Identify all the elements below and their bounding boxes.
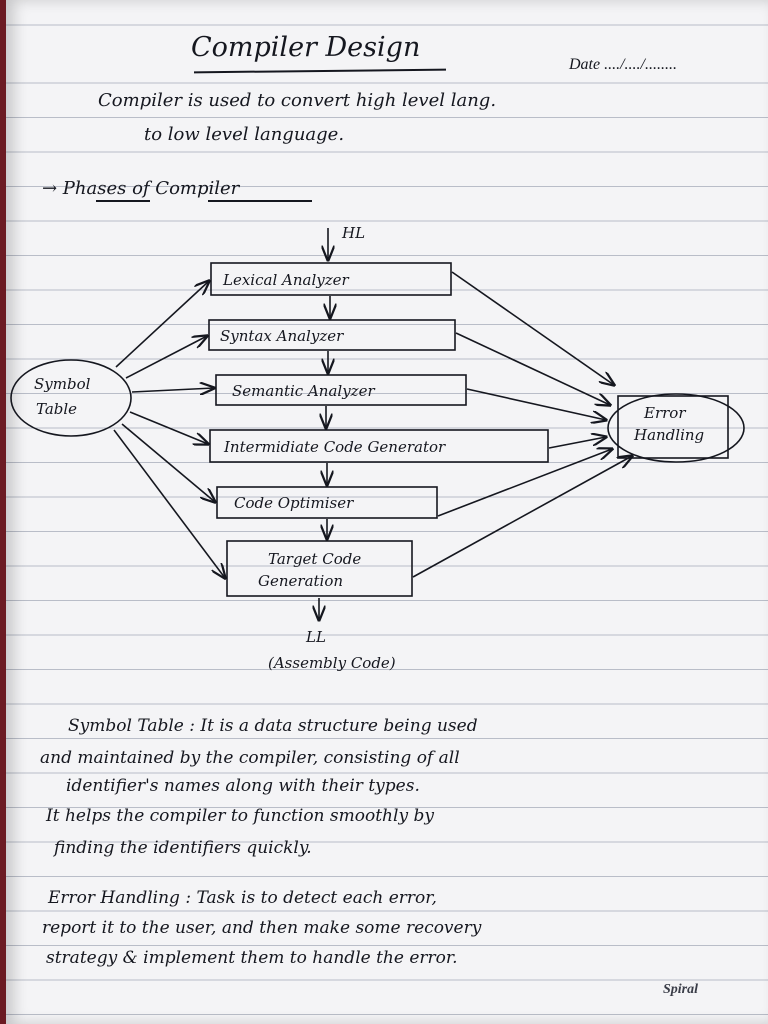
phase-optimiser-label: Code Optimiser [234,494,354,512]
error-handling-box [617,395,729,459]
intro-line-1: Compiler is used to convert high level l… [98,90,497,111]
symbol-table-para-line-3: identifier's names along with their type… [66,776,420,796]
phase-target-label-1: Target Code [268,550,361,568]
symbol-table-para-line-4: It helps the compiler to function smooth… [46,806,434,826]
phases-underline [96,200,150,202]
error-handling-para-line-3: strategy & implement them to handle the … [46,948,458,968]
compiler-underline [208,200,312,202]
intro-line-2: to low level language. [144,124,345,145]
error-handling-para-line-2: report it to the user, and then make som… [42,918,482,938]
compiler-phases-diagram: HL Lexical Analyzer Syntax Analyzer Sema… [10,224,745,672]
phase-lexical-label: Lexical Analyzer [222,271,349,289]
notebook-page: Compiler Design Date ..../..../........ … [6,0,768,1024]
output-sublabel: (Assembly Code) [268,654,396,672]
spiral-brand-logo: Spiral [662,982,698,997]
error-handling-label-1: Error [643,404,686,422]
phase-semantic-label: Semantic Analyzer [232,382,375,400]
symbol-table-para-line-2: and maintained by the compiler, consisti… [40,748,460,768]
symbol-table-para-line-1: Symbol Table : It is a data structure be… [68,716,478,736]
symbol-table-para-line-5: finding the identifiers quickly. [54,838,312,858]
error-handling-ellipse [607,393,745,463]
symbol-table-label-1: Symbol [34,375,91,393]
page-title: Compiler Design [191,32,421,63]
input-label: HL [341,224,365,242]
error-handling-label-2: Handling [633,426,704,444]
date-field: Date ..../..../........ [569,56,677,73]
phase-target-label-2: Generation [258,572,343,590]
phases-heading: → Phases of Compiler [42,178,240,199]
intermediate-code-box [209,429,549,463]
output-label: LL [305,628,326,646]
semantic-analyzer-box [215,374,467,406]
error-handling-para-line-1: Error Handling : Task is to detect each … [48,888,437,908]
phase-syntax-label: Syntax Analyzer [220,327,344,345]
phase-intermediate-label: Intermidiate Code Generator [223,438,446,456]
symbol-table-label-2: Table [36,400,77,418]
symbol-table-ellipse [10,359,132,437]
